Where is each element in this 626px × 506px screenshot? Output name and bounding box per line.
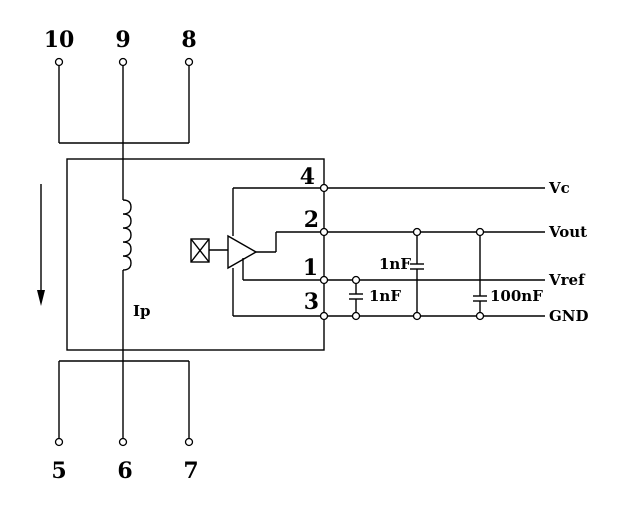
terminal-pin6[interactable] bbox=[118, 437, 128, 447]
terminal-pin3[interactable] bbox=[319, 311, 329, 321]
net-label-vout: Vout bbox=[548, 223, 587, 241]
terminal-pin4[interactable] bbox=[319, 183, 329, 193]
cap-vout-gnd-label: 1nF bbox=[379, 255, 411, 273]
junction-vout-cap2 bbox=[475, 227, 485, 237]
net-label-vref: Vref bbox=[548, 271, 586, 289]
net-label-gnd: GND bbox=[549, 307, 589, 325]
pin-label-9: 9 bbox=[115, 27, 130, 53]
terminal-pin8[interactable] bbox=[184, 57, 194, 67]
junction-gnd-cap-a bbox=[351, 311, 361, 321]
junction-gnd-cap-c bbox=[475, 311, 485, 321]
pin-label-5: 5 bbox=[51, 458, 66, 484]
terminal-pin1[interactable] bbox=[319, 275, 329, 285]
pin-label-2: 2 bbox=[304, 207, 319, 233]
terminal-pin2[interactable] bbox=[319, 227, 329, 237]
cap-decoupling-label: 100nF bbox=[490, 287, 543, 305]
cap-vref-gnd-label: 1nF bbox=[369, 287, 401, 305]
pin-label-7: 7 bbox=[183, 458, 198, 484]
pin-label-1: 1 bbox=[303, 255, 318, 281]
terminal-pin7[interactable] bbox=[184, 437, 194, 447]
pin-label-3: 3 bbox=[304, 289, 319, 315]
net-label-vc: Vc bbox=[548, 179, 570, 197]
terminal-pin5[interactable] bbox=[54, 437, 64, 447]
terminal-pin9[interactable] bbox=[118, 57, 128, 67]
junction-vout-cap1 bbox=[412, 227, 422, 237]
current-arrow-head bbox=[37, 290, 45, 306]
pin-label-4: 4 bbox=[300, 164, 315, 190]
junction-vref-cap bbox=[351, 275, 361, 285]
pin-label-10: 10 bbox=[44, 27, 75, 53]
coil-symbol bbox=[122, 199, 132, 271]
primary-current-label: Ip bbox=[133, 302, 151, 320]
pin-label-6: 6 bbox=[117, 458, 132, 484]
hall-element-cross-b bbox=[190, 238, 210, 263]
pin-label-8: 8 bbox=[181, 27, 196, 53]
amplifier-symbol bbox=[227, 234, 258, 270]
sensor-body bbox=[66, 158, 325, 351]
terminal-pin10[interactable] bbox=[54, 57, 64, 67]
junction-gnd-cap-b bbox=[412, 311, 422, 321]
